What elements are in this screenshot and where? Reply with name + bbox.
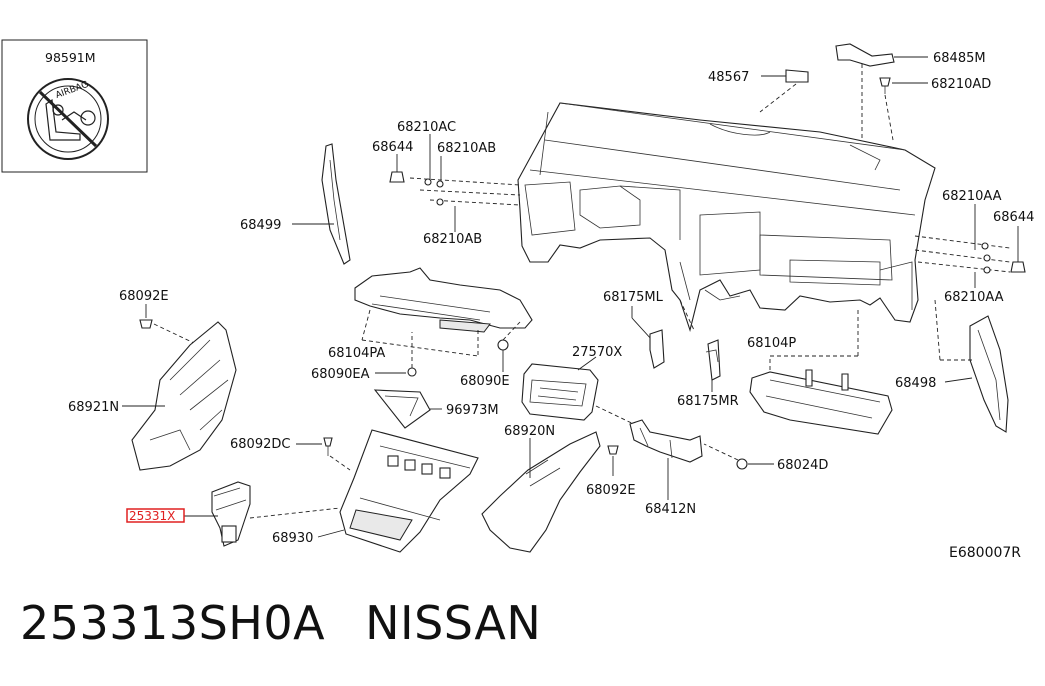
- part-68930: 68930: [272, 429, 479, 553]
- label-68090E: 68090E: [460, 374, 510, 389]
- label-96973M: 96973M: [446, 403, 499, 418]
- part-68092E-right: 68092E: [586, 445, 636, 498]
- part-68024D: 68024D: [703, 443, 828, 473]
- part-68175ML: 68175ML: [603, 290, 695, 369]
- label-68092Ea: 68092E: [119, 289, 169, 304]
- label-25331X[interactable]: 25331X: [129, 509, 175, 523]
- highlight-box: [126, 508, 185, 523]
- part-number: 253313SH0A: [20, 596, 326, 650]
- label-68210AC: 68210AC: [397, 120, 456, 135]
- label-48567: 48567: [708, 70, 749, 85]
- brand-name: NISSAN: [365, 596, 542, 650]
- label-68092DC: 68092DC: [230, 437, 290, 452]
- label-68210AAb: 68210AA: [944, 290, 1004, 305]
- drawing-ref: E680007R: [949, 545, 1021, 561]
- part-68210AD: 68210AD: [879, 77, 991, 141]
- label-68210AAa: 68210AA: [942, 189, 1002, 204]
- part-68498: 68498: [895, 299, 1009, 433]
- label-68930: 68930: [272, 531, 313, 546]
- label-68644b: 68644: [993, 210, 1034, 225]
- part-48567: 48567: [708, 69, 809, 113]
- part-68104P: 68104P: [747, 310, 893, 435]
- label-68210ABa: 68210AB: [437, 141, 496, 156]
- part-68090E: 68090E: [460, 321, 521, 389]
- part-68092E-left: 68092E: [119, 289, 197, 345]
- label-68104PA: 68104PA: [328, 346, 385, 361]
- part-68920N: 68920N: [481, 424, 601, 553]
- part-68175MR: 68175MR: [677, 339, 739, 409]
- label-98591M: 98591M: [45, 50, 96, 65]
- label-68210ABb: 68210AB: [423, 232, 482, 247]
- label-68412N: 68412N: [645, 502, 696, 517]
- part-68412N: 68412N: [629, 419, 703, 517]
- part-68104PA: 68104PA: [328, 267, 533, 361]
- part-96973M: 96973M: [373, 389, 499, 429]
- airbag-warning-icon: [27, 78, 109, 160]
- part-caption: 253313SH0A NISSAN: [20, 596, 541, 650]
- part-25331X-switch[interactable]: 25331X: [126, 481, 341, 547]
- label-68921N: 68921N: [68, 400, 119, 415]
- label-68092Eb: 68092E: [586, 483, 636, 498]
- part-68090EA: 68090EA: [311, 332, 417, 382]
- part-27570X: 27570X: [521, 345, 643, 429]
- label-68498: 68498: [895, 376, 936, 391]
- label-68485M: 68485M: [933, 51, 986, 66]
- label-68210AD: 68210AD: [931, 77, 991, 92]
- part-68092DC: 68092DC: [230, 437, 351, 471]
- left-clips-group: 68210AC 68644 68210AB 68210AB: [372, 120, 521, 247]
- label-27570X: 27570X: [572, 345, 622, 360]
- label-68090EA: 68090EA: [311, 367, 370, 382]
- part-68499: 68499: [240, 143, 351, 265]
- label-68024D: 68024D: [777, 458, 828, 473]
- label-68175MR: 68175MR: [677, 394, 739, 409]
- label-68920N: 68920N: [504, 424, 555, 439]
- label-68499: 68499: [240, 218, 281, 233]
- label-68104P: 68104P: [747, 336, 796, 351]
- airbag-sticker-inset: 98591M AIRBAG: [1, 39, 148, 173]
- label-68175ML: 68175ML: [603, 290, 664, 305]
- right-clips-group: 68210AA 68644 68210AA: [914, 189, 1034, 305]
- part-68921N: 68921N: [68, 321, 237, 471]
- instrument-panel-assembly: [517, 102, 936, 332]
- part-68485M: 68485M: [835, 43, 986, 140]
- label-68644a: 68644: [372, 140, 413, 155]
